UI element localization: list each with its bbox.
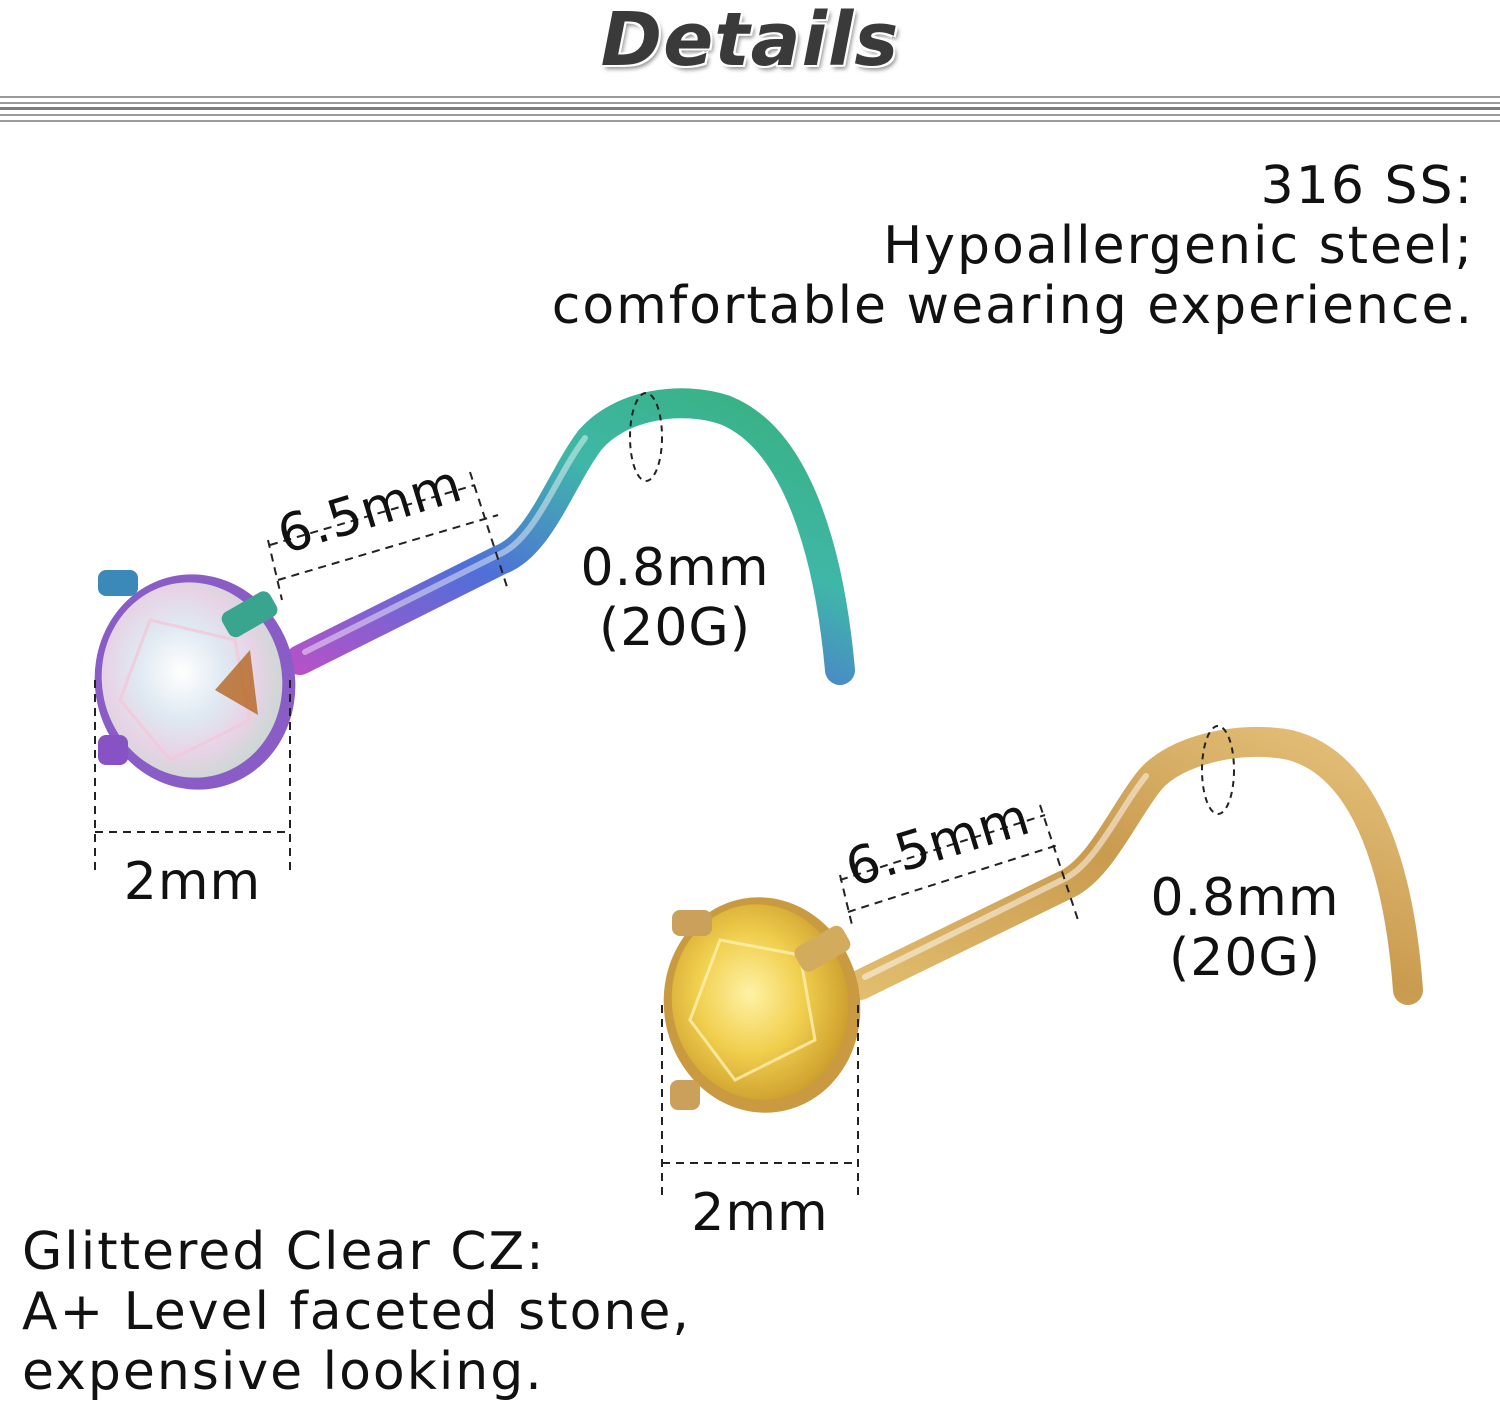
material-description: 316 SS: Hypoallergenic steel; comfortabl… [552, 156, 1474, 336]
rainbow-gauge-g: (20G) [598, 598, 752, 658]
stone-line-1: Glittered Clear CZ: [22, 1222, 546, 1282]
gold-stone-setting [663, 897, 861, 1113]
material-line-1: 316 SS: [1260, 156, 1474, 216]
stone-line-3: expensive looking. [22, 1342, 544, 1402]
gold-stud-bar [845, 726, 1423, 1005]
material-line-2: Hypoallergenic steel; [883, 216, 1474, 276]
rainbow-gauge-label: 0.8mm (20G) [560, 538, 790, 658]
header-divider [0, 96, 1500, 128]
page-title: Details [600, 0, 900, 83]
gold-gauge-g: (20G) [1168, 928, 1322, 988]
rainbow-stud-bar [285, 388, 855, 685]
rainbow-gauge-marker [629, 392, 663, 482]
gold-nose-stud [661, 725, 1423, 1200]
gold-gauge-label: 0.8mm (20G) [1130, 868, 1360, 988]
rainbow-gauge-mm: 0.8mm [580, 538, 770, 598]
rainbow-nose-stud [94, 388, 855, 870]
rainbow-stone-setting [94, 570, 296, 790]
rainbow-stone-label: 2mm [123, 852, 262, 912]
gold-gauge-mm: 0.8mm [1150, 868, 1340, 928]
gold-gauge-marker [1201, 725, 1235, 815]
stone-description: Glittered Clear CZ: A+ Level faceted sto… [22, 1222, 691, 1402]
stone-line-2: A+ Level faceted stone, [22, 1282, 691, 1342]
material-line-3: comfortable wearing experience. [551, 276, 1474, 336]
gold-stone-label: 2mm [691, 1183, 829, 1243]
